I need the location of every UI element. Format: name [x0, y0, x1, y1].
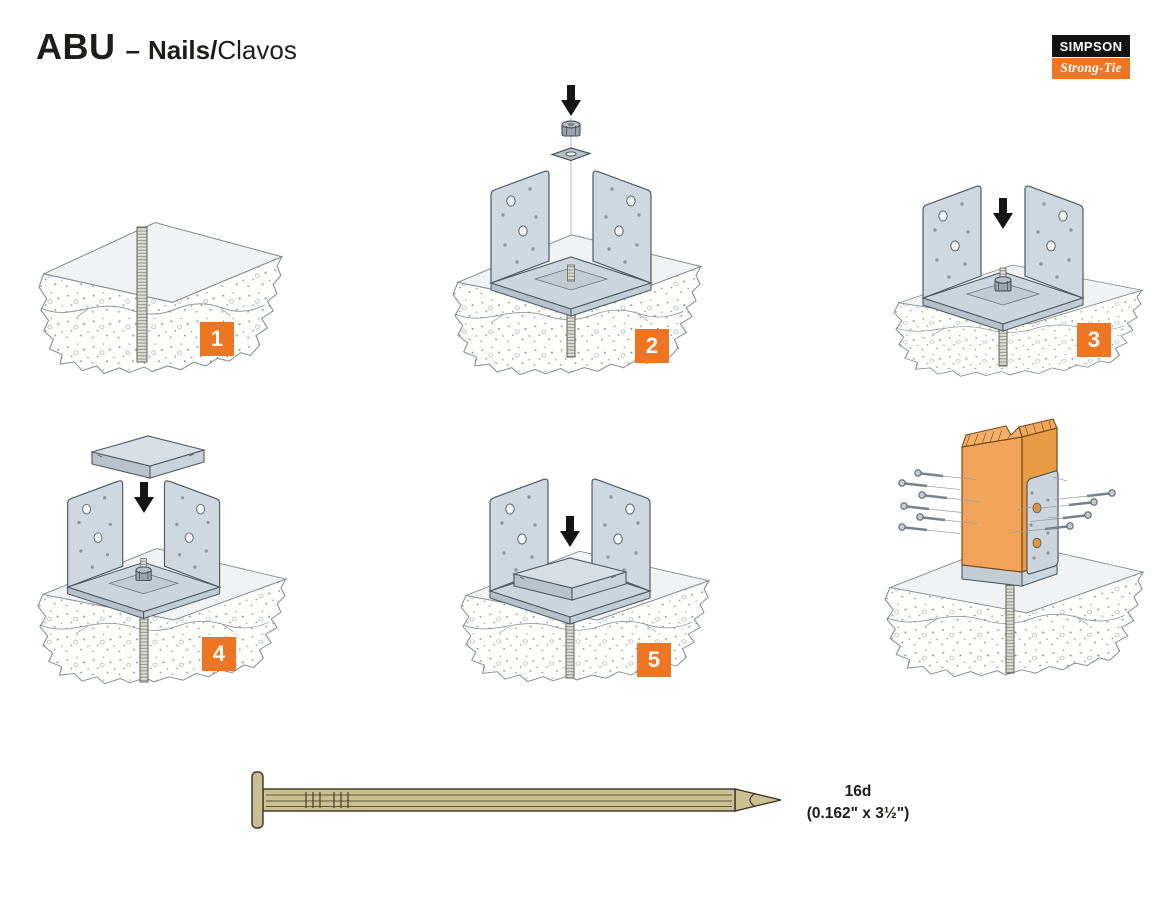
step-5-illustration — [460, 478, 710, 683]
step-4-illustration — [37, 435, 287, 685]
title-nails: Nails/ — [147, 35, 218, 65]
step-badge-3: 3 — [1077, 323, 1111, 357]
nail-label: 16d (0.162" x 3½") — [788, 781, 928, 826]
nail-tip-barb — [749, 793, 755, 807]
nail-dimensions: (0.162" x 3½") — [806, 805, 910, 823]
bracket-side-plate — [1016, 470, 1068, 575]
step-badge-5: 5 — [637, 643, 671, 677]
down-arrow-icon — [560, 516, 580, 547]
nail-shank-lines — [266, 794, 732, 807]
post-base-bracket — [489, 478, 651, 625]
down-arrow-icon — [134, 482, 154, 513]
anchor-rod — [1005, 584, 1015, 674]
concrete-block — [38, 221, 283, 375]
nail-illustration — [251, 771, 782, 829]
step-1-illustration — [38, 221, 283, 375]
down-arrow-icon — [993, 198, 1013, 229]
step-6-illustration — [884, 418, 1144, 678]
title-clavos: Clavos — [217, 35, 297, 65]
rod-stub — [567, 264, 575, 282]
spacer-block — [91, 435, 205, 479]
page-title: ABU – Nails/ Clavos — [36, 26, 297, 68]
simpson-strongtie-logo: SIMPSON Strong-Tie — [1052, 35, 1130, 79]
nail-grip-marks — [305, 792, 349, 808]
down-arrow-icon — [561, 85, 581, 116]
anchor-rod — [136, 226, 148, 363]
step-3-illustration — [893, 185, 1143, 377]
title-dash: – — [125, 35, 140, 65]
post-base-bracket — [490, 170, 652, 317]
hex-nut — [561, 120, 581, 137]
step-badge-2: 2 — [635, 329, 669, 363]
step-2-illustration — [452, 85, 702, 376]
square-washer — [551, 147, 591, 162]
logo-strongtie: Strong-Tie — [1052, 58, 1130, 79]
nail-size: 16d — [844, 783, 872, 800]
product-code: ABU — [36, 26, 116, 67]
nail-icon — [251, 771, 782, 829]
step-badge-4: 4 — [202, 637, 236, 671]
logo-simpson: SIMPSON — [1052, 35, 1130, 57]
step-badge-1: 1 — [200, 322, 234, 356]
